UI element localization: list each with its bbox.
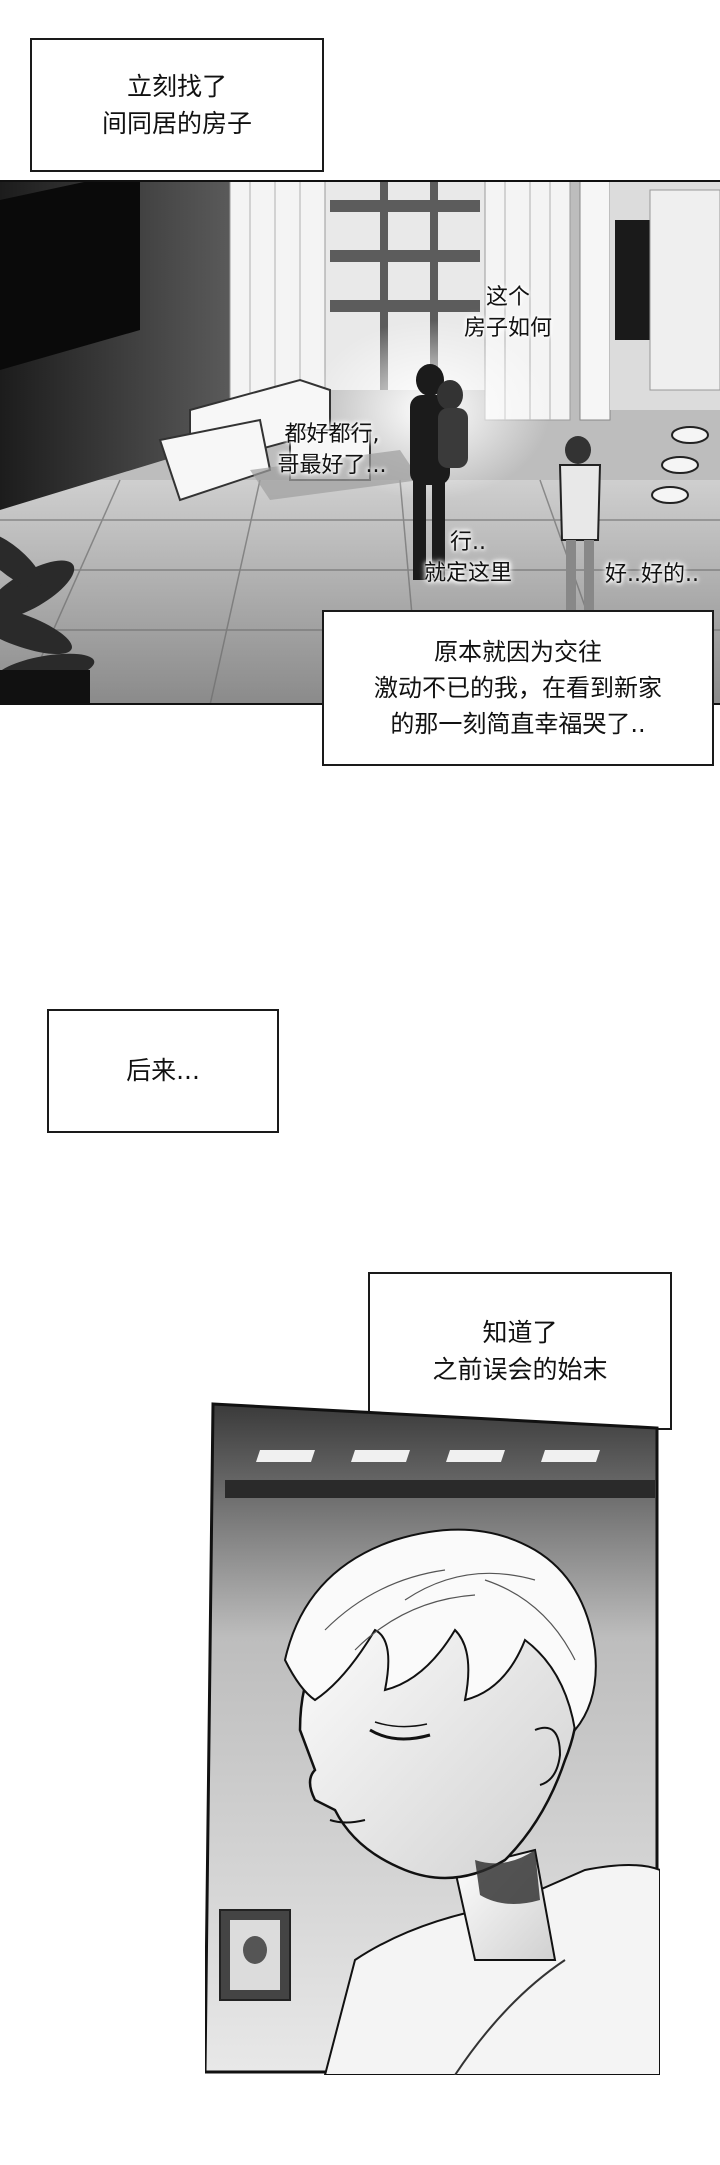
man-closeup-illustration: [205, 1402, 660, 2075]
dialogue-ok-here: 行.. 就定这里: [423, 530, 512, 586]
caption-happy-tears: 原本就因为交往 激动不已的我，在看到新家 的那一刻简直幸福哭了..: [322, 610, 714, 766]
dialogue-this-house: 这个 房子如何: [463, 285, 552, 341]
caption-later: 后来...: [47, 1009, 279, 1133]
dialogue-anything-fine: 都好都行, 哥最好了...: [277, 422, 387, 478]
dialogue-ok-ok: 好..好的..: [605, 562, 699, 587]
caption-found-house: 立刻找了 间同居的房子: [30, 38, 324, 172]
panel-man-closeup: [205, 1400, 660, 2075]
caption-knew-misunderstanding: 知道了 之前误会的始末: [368, 1272, 672, 1430]
